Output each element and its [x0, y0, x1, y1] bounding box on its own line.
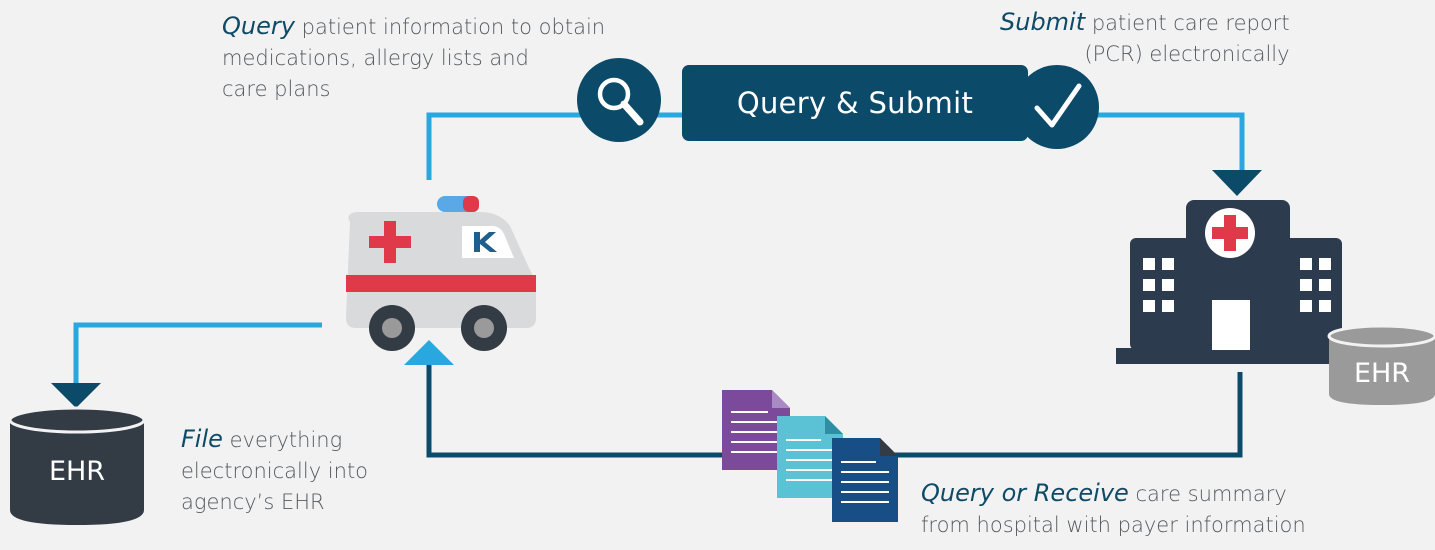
query-submit-box: Query & Submit: [682, 65, 1028, 141]
caption-query: Query patient information to obtain medi…: [222, 11, 605, 105]
ehr-database-right-icon: [1327, 324, 1435, 405]
arrow-up-ambulance: [404, 340, 454, 365]
caption-submit-line-1: patient care report: [1091, 11, 1290, 35]
caption-file-line-1: everything: [229, 428, 343, 452]
caption-submit-emphasis: Submit: [1000, 8, 1086, 36]
document-stack-icon: [722, 390, 898, 522]
caption-query-line-2: medications, allergy lists and: [222, 46, 529, 70]
ehr-right-label: EHR: [1353, 358, 1411, 389]
document-teal: [777, 416, 843, 498]
caption-receive-line-2: from hospital with payer information: [921, 513, 1306, 537]
arrow-down-ehr-left: [51, 383, 101, 408]
caption-file: File everything electronically into agen…: [181, 424, 368, 518]
caption-query-line-1: patient information to obtain: [301, 15, 606, 39]
document-blue: [832, 438, 898, 522]
checkmark-icon: [1015, 65, 1099, 149]
caption-file-line-2: electronically into: [181, 459, 369, 483]
ehr-left-label: EHR: [48, 456, 106, 487]
caption-receive-emphasis: Query or Receive: [921, 479, 1129, 507]
magnifier-icon: [577, 58, 661, 142]
caption-submit: Submit patient care report (PCR) electro…: [1000, 7, 1290, 70]
query-submit-label: Query & Submit: [736, 86, 974, 120]
caption-submit-line-2: (PCR) electronically: [1084, 42, 1290, 66]
caption-receive-line-1: care summary: [1135, 482, 1287, 506]
ehr-database-left-icon: [8, 406, 146, 525]
caption-query-emphasis: Query: [222, 12, 295, 40]
caption-query-line-3: care plans: [222, 77, 331, 101]
caption-receive: Query or Receive care summary from hospi…: [921, 478, 1306, 541]
arrow-down-hospital: [1212, 170, 1262, 196]
caption-file-emphasis: File: [181, 425, 223, 453]
caption-file-line-3: agency’s EHR: [181, 490, 325, 514]
hospital-icon: [1116, 200, 1362, 364]
ambulance-icon: [346, 196, 536, 351]
flow-line-left: [73, 322, 322, 383]
document-purple: [722, 390, 790, 470]
flow-lines: [73, 112, 1245, 458]
